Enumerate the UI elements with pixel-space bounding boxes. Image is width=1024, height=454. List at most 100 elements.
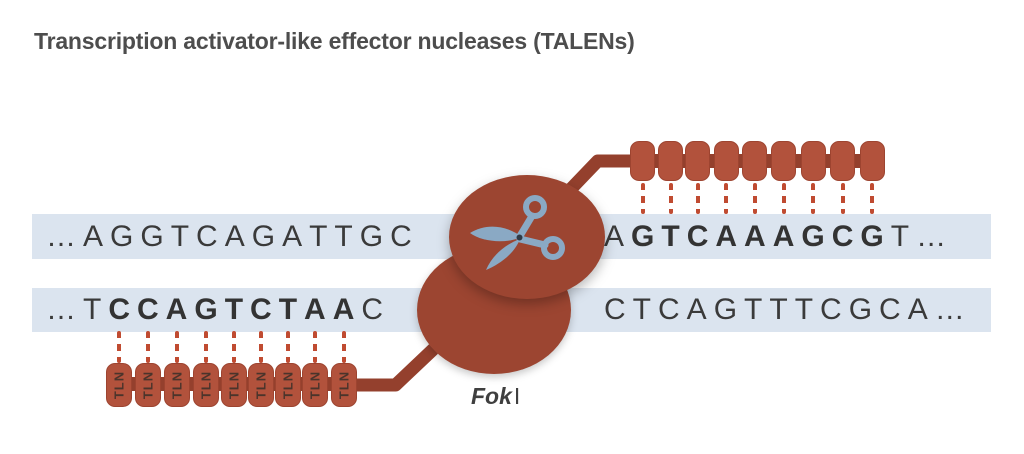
base-letter: T [334, 219, 353, 253]
base-letter: A [224, 219, 245, 253]
base-contact-dash [258, 331, 263, 363]
base-letter: C [820, 293, 842, 326]
base-letter: G [140, 219, 164, 253]
base-letter: T [309, 219, 328, 253]
base-letter: G [801, 219, 825, 253]
base-letter: C [137, 293, 159, 326]
tale-repeat [658, 141, 684, 181]
base-contact-dash [811, 183, 816, 214]
enzyme-label-regular: I [513, 383, 521, 409]
tale-repeat: TLN [247, 363, 274, 407]
base-letter: T [278, 293, 298, 326]
tale-repeat [742, 141, 768, 181]
base-letter: A [686, 293, 707, 326]
repeat-unit-label: TLN [336, 370, 352, 400]
base-letter: C [879, 293, 901, 326]
tale-repeat [685, 141, 711, 181]
base-contact-dash [668, 183, 673, 214]
base-letter: A [83, 219, 104, 253]
base-contact-dash [840, 183, 845, 214]
scissors-icon [470, 195, 565, 270]
tale-repeat [771, 141, 797, 181]
base-letter: C [361, 293, 384, 326]
base-contact-dash [204, 331, 209, 363]
base-contact-dash [724, 183, 729, 214]
base-letter: C [108, 293, 130, 326]
base-letter: T [224, 293, 244, 326]
tale-repeat: TLN [301, 363, 328, 407]
base-letter: G [251, 219, 276, 253]
tale-repeat: TLN [220, 363, 247, 407]
base-letter: G [110, 219, 134, 253]
base-contact-dash [231, 331, 236, 363]
repeat-unit-label: TLN [253, 370, 269, 400]
base-contact-dash [312, 331, 317, 363]
base-letter: C [831, 219, 854, 253]
base-contact-dash [341, 331, 346, 363]
base-letter: A [772, 219, 795, 253]
base-letter: … [934, 293, 965, 326]
tale-repeat: TLN [163, 363, 190, 407]
base-contact-dash [695, 183, 700, 214]
base-letter: T [170, 219, 190, 253]
repeat-unit-label: TLN [280, 370, 296, 400]
base-contact-dash [870, 183, 875, 214]
base-letter: T [632, 293, 651, 326]
base-letter: … [46, 293, 76, 326]
base-letter: A [304, 293, 326, 326]
tale-repeat [713, 141, 739, 181]
base-letter: A [604, 219, 625, 253]
tale-repeat: TLN [134, 363, 161, 407]
base-letter: T [661, 219, 680, 253]
base-letter: G [631, 219, 655, 253]
repeat-unit-label: TLN [169, 370, 184, 400]
base-letter: G [713, 293, 738, 326]
base-letter: C [196, 219, 218, 253]
base-letter: T [890, 219, 910, 253]
base-letter: G [194, 293, 218, 326]
tale-repeat: TLN [274, 363, 301, 407]
tale-repeat: TLN [193, 363, 220, 407]
base-letter: A [744, 219, 766, 253]
enzyme-label-italic: Fok [471, 383, 512, 409]
base-letter: C [390, 219, 412, 253]
tale-repeat: TLN [330, 363, 357, 407]
base-letter: G [848, 293, 873, 326]
repeat-unit-label: TLN [111, 370, 127, 400]
base-letter: C [686, 219, 709, 253]
tale-repeat: TLN [106, 363, 133, 407]
repeat-unit-label: TLN [307, 370, 323, 400]
base-letter: C [250, 293, 272, 326]
tale-repeat [859, 141, 885, 181]
base-contact-dash [640, 183, 645, 214]
base-contact-dash [174, 331, 179, 363]
base-contact-dash [117, 331, 122, 363]
base-letter: T [794, 293, 814, 326]
base-letter: T [744, 293, 763, 326]
base-letter: A [332, 293, 355, 326]
repeat-unit-label: TLN [226, 370, 242, 400]
tale-repeat [800, 141, 826, 181]
base-letter: T [83, 293, 102, 326]
tale-repeat [830, 141, 856, 181]
diagram-title: Transcription activator-like effector nu… [34, 28, 635, 54]
base-contact-dash [781, 183, 786, 214]
base-letter: C [658, 293, 680, 326]
base-letter: C [604, 293, 626, 326]
base-letter: A [165, 293, 188, 326]
base-letter: … [46, 219, 76, 253]
base-contact-dash [145, 331, 150, 363]
base-letter: A [907, 293, 928, 326]
base-letter: A [715, 219, 738, 253]
repeat-unit-label: TLN [198, 370, 214, 400]
base-letter: … [916, 219, 947, 253]
base-contact-dash [285, 331, 290, 363]
base-letter: G [860, 219, 884, 253]
base-letter: G [359, 219, 384, 253]
repeat-unit-label: TLN [140, 370, 156, 400]
